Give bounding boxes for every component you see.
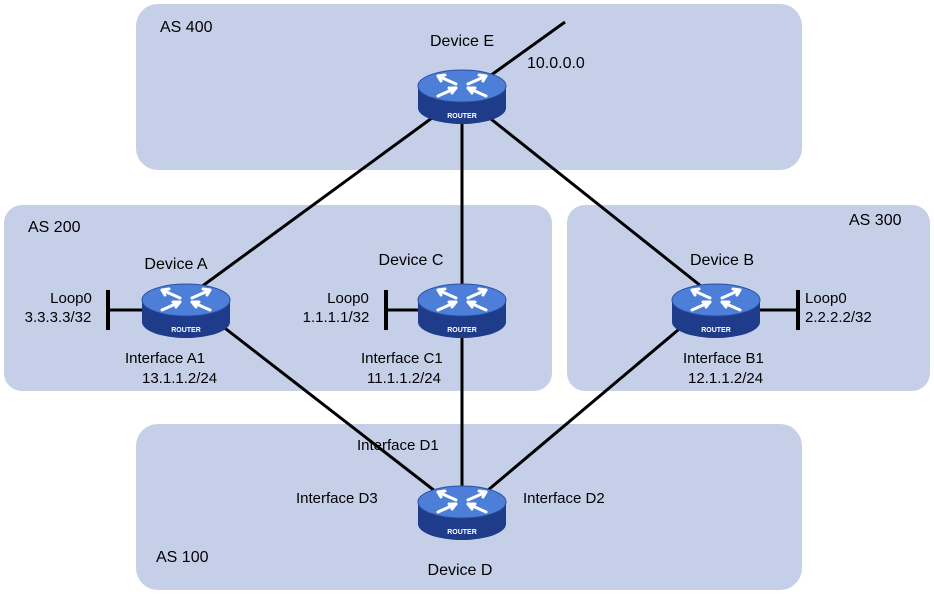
- as-label-400: AS 400: [160, 19, 213, 36]
- router-badge: ROUTER: [447, 327, 477, 334]
- network-label-e: 10.0.0.0: [527, 55, 585, 72]
- device-name-e: Device E: [429, 33, 495, 50]
- link-b-d: [461, 296, 717, 514]
- as-label-200: AS 200: [28, 219, 81, 236]
- interface-a1-name: Interface A1: [125, 350, 206, 367]
- router-icon-b: ROUTER: [670, 282, 762, 340]
- interface-d2-name: Interface D2: [523, 490, 605, 507]
- interface-c1-name: Interface C1: [361, 350, 443, 367]
- device-name-d: Device D: [427, 562, 493, 579]
- router-badge: ROUTER: [447, 113, 477, 120]
- loopback-c-ip: 1.1.1.1/32: [302, 309, 370, 326]
- router-badge: ROUTER: [447, 529, 477, 536]
- loopback-b-ip: 2.2.2.2/32: [805, 309, 872, 326]
- router-icon-a: ROUTER: [140, 282, 232, 340]
- as-region-200: [4, 205, 552, 391]
- device-name-a: Device A: [144, 256, 208, 273]
- router-badge: ROUTER: [171, 327, 201, 334]
- loopback-b-name: Loop0: [805, 290, 847, 307]
- link-a-d: [185, 296, 463, 514]
- interface-a1-ip: 13.1.1.2/24: [142, 370, 218, 387]
- interface-b1-ip: 12.1.1.2/24: [688, 370, 764, 387]
- loopback-a-ip: 3.3.3.3/32: [24, 309, 92, 326]
- device-name-b: Device B: [689, 252, 755, 269]
- interface-b1-name: Interface B1: [683, 350, 764, 367]
- device-name-c: Device C: [378, 252, 444, 269]
- link-e-b: [461, 94, 717, 300]
- router-badge: ROUTER: [701, 327, 731, 334]
- loopback-c-name: Loop0: [327, 290, 369, 307]
- router-icon-e: ROUTER: [416, 68, 508, 126]
- router-icon-c: ROUTER: [416, 282, 508, 340]
- link-e-a: [185, 94, 463, 300]
- router-icon-d: ROUTER: [416, 484, 508, 542]
- loopback-a-name: Loop0: [50, 290, 92, 307]
- interface-d3-name: Interface D3: [296, 490, 378, 507]
- as-label-100: AS 100: [156, 549, 209, 566]
- interface-d1-name: Interface D1: [357, 437, 439, 454]
- as-label-300: AS 300: [849, 212, 902, 229]
- interface-c1-ip: 11.1.1.2/24: [367, 370, 441, 387]
